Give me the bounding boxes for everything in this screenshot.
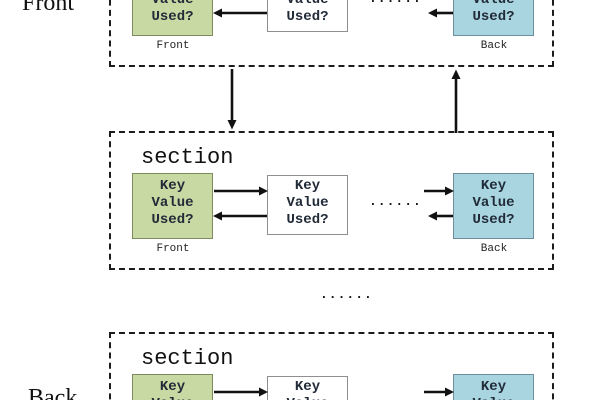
between-sections-ellipsis: ...... (320, 287, 373, 302)
middle-node: Key Value Used? (267, 375, 348, 400)
node-key-line: Key (480, 378, 507, 395)
front-position-label: Front (156, 40, 190, 52)
node-key-line: Key (480, 177, 507, 194)
section-front: Key Value Used? Key Value Used? ...... K… (109, 0, 554, 67)
node-used-line: Used? (472, 211, 515, 228)
front-node: Key Value Used? (132, 172, 213, 239)
front-position-label: Front (156, 243, 190, 255)
node-key-line: Key (159, 177, 186, 194)
back-position-label: Back (480, 40, 508, 52)
node-value-line: Value (286, 194, 329, 211)
section-back: section Key Value Used? Key Value Used? … (109, 332, 554, 400)
middle-node: Key Value Used? (267, 174, 348, 235)
middle-node: Key Value Used? (267, 0, 348, 32)
node-key-line: Key (294, 177, 321, 194)
front-side-label: Front (22, 0, 75, 16)
back-node: Key Value Used? (453, 0, 534, 36)
node-value-line: Value (133, 0, 212, 9)
front-node: Key Value Used? (132, 0, 213, 36)
arrow-section-up-icon (451, 69, 461, 133)
node-value-line: Value (268, 396, 347, 400)
node-used-line: Used? (286, 8, 329, 25)
section-middle: section Key Value Used? Key Value Used? … (109, 131, 554, 270)
ellipsis: ...... (369, 396, 421, 400)
section-title: section (141, 145, 234, 170)
node-used-line: Used? (151, 8, 194, 25)
node-value-line: Value (472, 194, 515, 211)
arrow-section-down-icon (227, 69, 237, 130)
back-node: Key Value Used? (453, 373, 534, 400)
front-node: Key Value Used? (132, 373, 213, 400)
ellipsis: ...... (369, 0, 421, 6)
node-value-line: Value (454, 396, 533, 400)
ellipsis: ...... (369, 194, 422, 209)
node-value-line: Value (151, 194, 194, 211)
node-key-line: Key (294, 378, 321, 395)
node-key-line: Key (159, 378, 186, 395)
node-value-line: Value (133, 396, 212, 400)
node-used-line: Used? (286, 211, 329, 228)
back-position-label: Back (480, 243, 508, 255)
node-used-line: Used? (472, 8, 515, 25)
back-node: Key Value Used? (453, 172, 534, 239)
section-title: section (141, 346, 234, 371)
node-value-line: Value (268, 0, 347, 9)
node-used-line: Used? (151, 211, 194, 228)
node-value-line: Value (454, 0, 533, 9)
back-side-label: Back (28, 385, 78, 400)
